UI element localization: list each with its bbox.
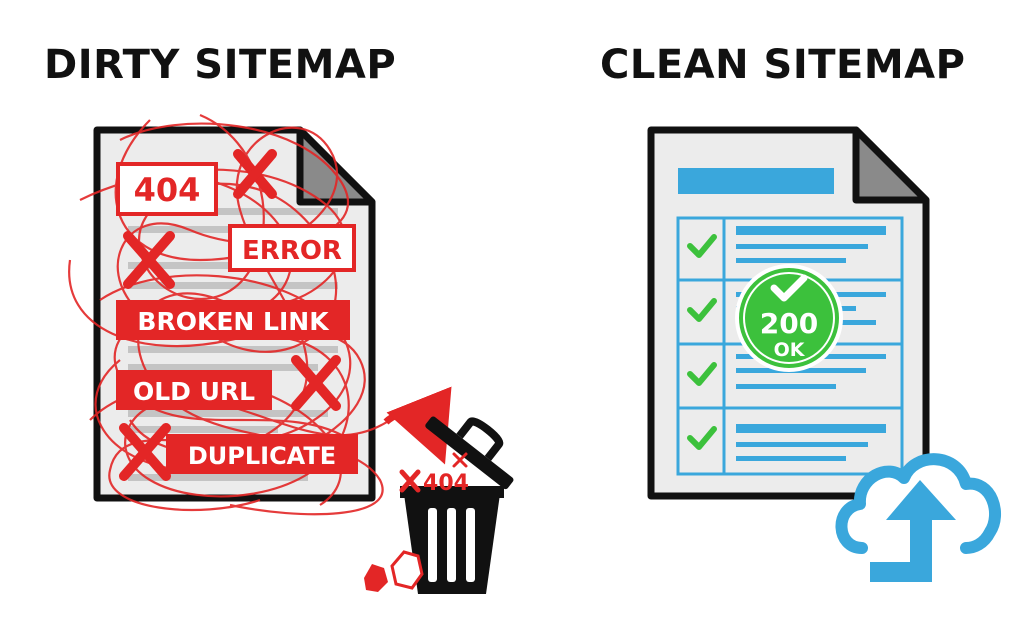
trash-404-text: 404 — [423, 471, 469, 496]
check-icon — [770, 274, 808, 302]
status-badge: 200 OK — [735, 264, 843, 372]
cloud-upload-icon — [835, 453, 1002, 582]
label-error: ERROR — [228, 224, 356, 272]
dirty-sitemap-title: DIRTY SITEMAP — [44, 42, 397, 88]
page-fold-corner — [852, 126, 930, 204]
check-icon — [687, 426, 717, 450]
status-code: 200 — [760, 307, 818, 340]
crumpled-paper — [390, 550, 424, 590]
status-text: OK — [774, 339, 806, 361]
x-mark-icon — [291, 355, 341, 411]
x-mark-icon — [399, 469, 421, 493]
label-error-text: ERROR — [242, 236, 342, 266]
header-bar — [678, 168, 834, 194]
label-broken-link: BROKEN LINK — [116, 300, 350, 340]
x-mark-icon — [123, 231, 175, 289]
trash-can-icon: 404 — [364, 416, 514, 594]
label-404-text: 404 — [134, 171, 201, 209]
x-mark-icons — [119, 149, 341, 481]
check-icon — [687, 234, 717, 258]
label-old-url-text: OLD URL — [133, 377, 255, 406]
arrow-icon — [383, 386, 452, 465]
label-broken-link-text: BROKEN LINK — [137, 307, 330, 336]
label-old-url: OLD URL — [116, 370, 272, 410]
crumpled-paper — [364, 564, 388, 592]
label-duplicate: DUPLICATE — [166, 434, 358, 474]
x-mark-icon — [452, 452, 468, 468]
upload-arrow-icon — [870, 480, 956, 582]
check-icon — [687, 298, 717, 322]
x-mark-icon — [119, 423, 171, 481]
check-icon — [687, 362, 717, 386]
clean-sitemap-title: CLEAN SITEMAP — [600, 42, 966, 88]
x-mark-icon — [233, 149, 277, 199]
label-duplicate-text: DUPLICATE — [188, 442, 336, 470]
label-404: 404 — [116, 162, 218, 216]
